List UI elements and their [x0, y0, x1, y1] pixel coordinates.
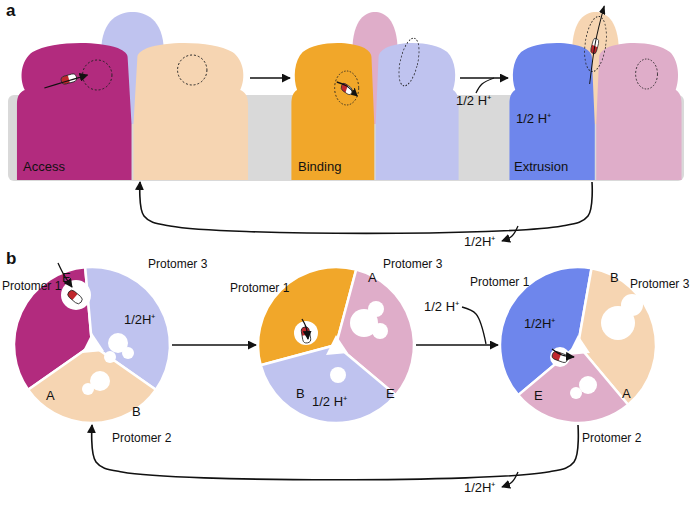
transition-arrow	[416, 344, 498, 346]
proton-flow-arrow	[462, 307, 486, 344]
proton-flow-arrow	[502, 472, 518, 487]
edge-label: 1/2H⁺	[464, 481, 495, 494]
front-protomer	[376, 43, 459, 180]
transition-arrow	[250, 77, 290, 79]
pill-body	[551, 351, 569, 364]
proton-label: 1/2H⁺	[524, 317, 555, 330]
transition-arrow	[92, 425, 579, 480]
drug-path-arrow	[302, 319, 308, 339]
pocket-cavity	[104, 351, 116, 363]
protomer-label: Protomer 1	[470, 276, 529, 288]
trimer-top-view	[500, 267, 656, 423]
drug-path-arrow	[44, 75, 87, 88]
proton-label: 1/2 H⁺	[312, 395, 347, 408]
proton-flow-arrow	[502, 226, 518, 241]
central-pore	[326, 335, 348, 355]
central-pore	[568, 335, 590, 355]
proton-flow-arrow	[476, 78, 494, 93]
edge-label: 1/2 H⁺	[424, 300, 459, 313]
transition-arrow	[140, 182, 592, 233]
pocket-cavity	[82, 383, 94, 395]
binding-pocket	[178, 55, 207, 85]
binding-pocket	[636, 59, 658, 89]
pocket-cavity	[330, 367, 346, 383]
drug-pill	[551, 351, 569, 364]
protomer-label: Protomer 1	[230, 282, 289, 294]
front-protomer	[509, 43, 594, 180]
protomer-label: Protomer 3	[383, 258, 442, 270]
pocket-cavity	[294, 321, 318, 345]
pocket-cavity	[122, 347, 134, 359]
pocket-cavity	[61, 280, 91, 310]
pill-outline	[66, 289, 83, 305]
state-label: Binding	[298, 160, 341, 173]
drug-path-arrow	[337, 82, 358, 96]
proton-label: 1/2H⁺	[124, 313, 155, 326]
front-protomer	[17, 43, 132, 180]
central-pore	[82, 333, 104, 353]
pill-body	[66, 289, 83, 305]
state-letter: B	[610, 271, 619, 284]
state-letter: A	[368, 271, 377, 284]
node-outline	[290, 12, 460, 182]
protomer-label: Protomer 3	[148, 258, 207, 270]
edge-label: 1/2H⁺	[464, 235, 495, 248]
pill-outline	[551, 351, 569, 364]
state-letter: E	[386, 387, 395, 400]
protomer-label: Protomer 2	[112, 432, 171, 444]
proton-label: 1/2 H⁺	[516, 112, 551, 125]
transition-arrow	[460, 77, 508, 79]
trimer-side-view: Binding	[290, 12, 460, 182]
trimer-side-view: 1/2 H⁺ Extrusion	[508, 12, 683, 182]
protomer-label: Protomer 1	[2, 280, 61, 292]
state-letter: E	[534, 389, 543, 402]
state-letter: B	[296, 387, 305, 400]
front-protomer	[596, 43, 681, 180]
state-letter: A	[622, 387, 631, 400]
state-label: Extrusion	[514, 160, 568, 173]
protomer-label: Protomer 3	[630, 278, 689, 290]
pocket-cavity	[621, 294, 643, 316]
transition-arrow	[172, 344, 256, 346]
front-protomer	[291, 43, 374, 180]
node-outline	[508, 12, 683, 182]
node-outline	[15, 12, 250, 182]
protomer-sector	[28, 345, 156, 423]
panel-letter: b	[6, 250, 16, 267]
front-protomer	[133, 43, 248, 180]
state-label: Access	[23, 160, 65, 173]
pocket-cavity	[368, 301, 384, 317]
binding-pocket	[395, 34, 423, 89]
drug-path-arrow	[590, 6, 605, 84]
state-letter: A	[46, 389, 55, 402]
protomer-label: Protomer 2	[582, 432, 641, 444]
protomer-sector	[261, 345, 396, 423]
edge-label: 1/2 H⁺	[456, 94, 491, 107]
panel-letter: a	[6, 2, 15, 19]
pocket-cavity	[372, 323, 388, 339]
binding-pocket	[335, 71, 359, 105]
protomer-sector	[518, 345, 628, 423]
drug-pill	[66, 289, 83, 305]
pocket-cavity	[570, 387, 582, 399]
trimer-side-view: Access	[15, 12, 250, 182]
state-letter: B	[132, 405, 141, 418]
drug-path-arrow	[552, 349, 574, 357]
state-letter: E	[62, 271, 71, 284]
